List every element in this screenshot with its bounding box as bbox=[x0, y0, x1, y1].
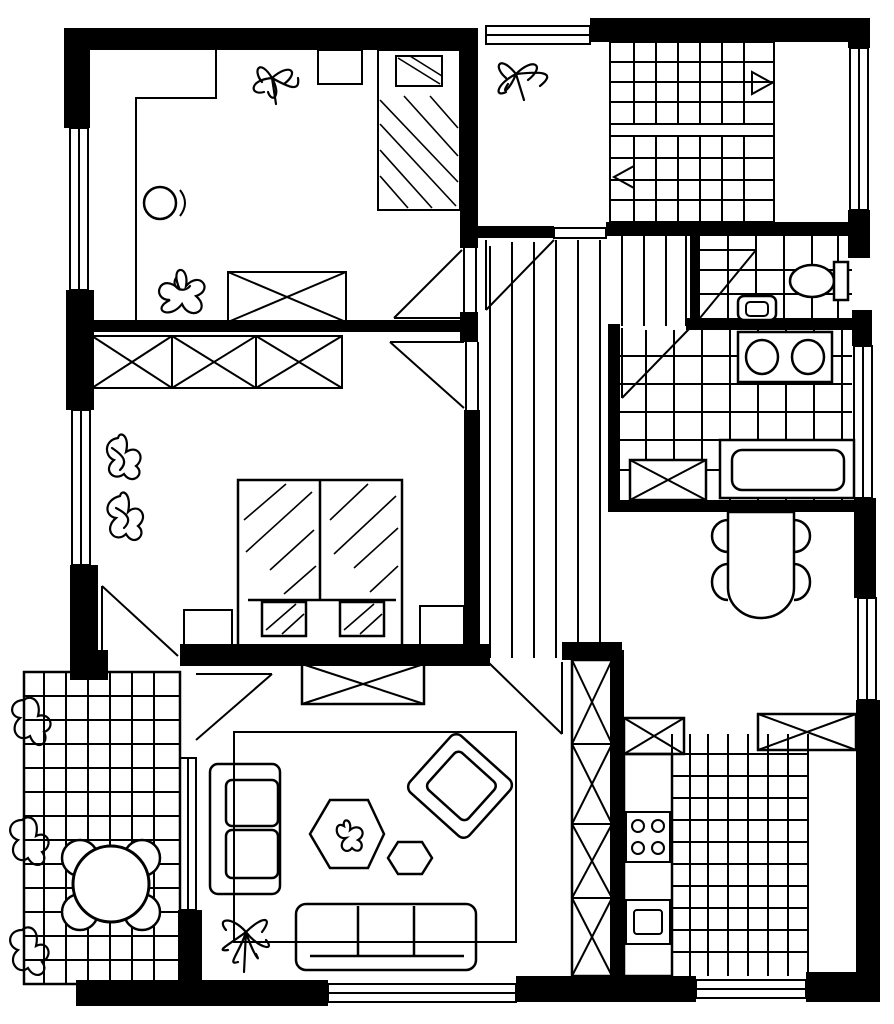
interior-walls bbox=[88, 28, 856, 980]
sink-icon bbox=[736, 330, 834, 384]
balcony bbox=[9, 670, 182, 986]
dining bbox=[710, 510, 812, 620]
plant-icon bbox=[221, 819, 364, 974]
bedroom-middle bbox=[91, 335, 465, 648]
plant-icon bbox=[497, 62, 549, 102]
stove-icon bbox=[625, 811, 671, 863]
sink-icon bbox=[625, 899, 671, 945]
wardrobe-icon bbox=[91, 335, 343, 389]
wardrobe-icon bbox=[628, 458, 708, 502]
bedroom-top-left bbox=[135, 49, 461, 323]
plant-icon bbox=[105, 433, 145, 541]
chair-icon bbox=[710, 518, 812, 602]
table-icon bbox=[71, 844, 151, 924]
sofa-icon bbox=[208, 762, 478, 972]
stairs-icon bbox=[609, 41, 775, 223]
bathroom-top-middle bbox=[497, 62, 549, 102]
bed-icon bbox=[377, 49, 461, 211]
double-bed-icon bbox=[236, 478, 404, 648]
plant-icon bbox=[9, 696, 52, 976]
wc bbox=[700, 236, 852, 322]
hallway bbox=[489, 236, 687, 658]
sink-icon bbox=[736, 294, 778, 322]
table-icon bbox=[142, 185, 186, 221]
kitchen bbox=[570, 658, 858, 978]
toilet-icon bbox=[788, 260, 850, 302]
wardrobe-icon bbox=[227, 271, 347, 323]
table-icon bbox=[726, 510, 796, 620]
armchair-icon bbox=[406, 733, 514, 839]
window-icon bbox=[69, 25, 877, 1003]
plant-icon bbox=[158, 66, 300, 315]
bathroom bbox=[620, 330, 856, 502]
wardrobe-icon bbox=[300, 662, 426, 706]
table-icon bbox=[308, 798, 434, 876]
living-room bbox=[208, 662, 517, 974]
bathtub-icon bbox=[718, 438, 856, 500]
